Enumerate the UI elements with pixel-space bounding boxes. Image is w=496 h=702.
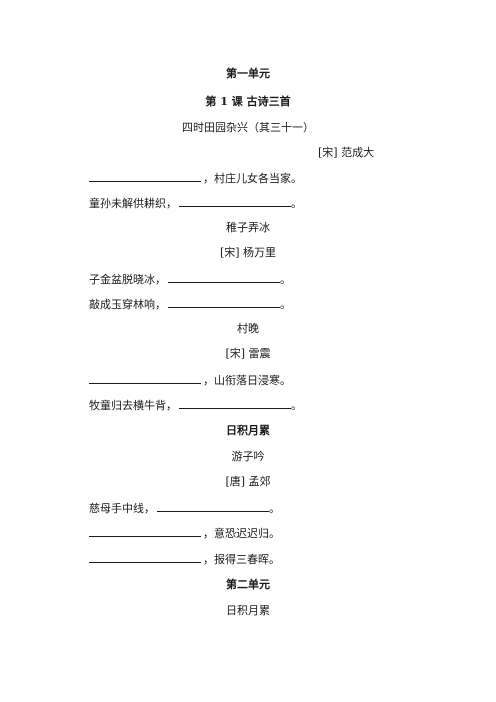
poem-author-meng: [唐] 孟郊 [225, 475, 271, 488]
lesson-1-title: 第 1 课 古诗三首 [205, 95, 291, 108]
fill-in-blank[interactable] [89, 525, 201, 537]
fill-in-blank[interactable] [179, 397, 291, 409]
fill-in-blank[interactable] [179, 195, 291, 207]
fill-in-blank[interactable] [168, 296, 280, 308]
poem-line: ，报得三春晖。 [89, 551, 280, 567]
poem-line: ，意恐迟迟归。 [89, 525, 280, 541]
poem-line: ，山衔落日浸寒。 [89, 372, 291, 388]
fill-in-blank[interactable] [157, 500, 269, 512]
poem-author-fan: [宋] 范成大 [318, 146, 375, 159]
poem-title-cunwan: 村晚 [237, 322, 259, 335]
poem-title-sishi: 四时田园杂兴（其三十一） [182, 121, 314, 134]
unit-1-heading: 第一单元 [226, 67, 270, 80]
poem-line: 敲成玉穿林响，。 [89, 296, 291, 311]
fill-in-blank[interactable] [89, 372, 201, 384]
fill-in-blank[interactable] [89, 551, 201, 563]
poem-title-zhizi: 稚子弄冰 [226, 221, 270, 234]
fill-in-blank[interactable] [89, 170, 201, 182]
poem-line: 牧童归去横牛背，。 [89, 397, 302, 412]
poem-line: 童孙未解供耕织，。 [89, 195, 302, 210]
unit-2-subheading: 日积月累 [226, 604, 270, 617]
poem-line: 慈母手中线，。 [89, 500, 280, 515]
accumulation-heading: 日积月累 [226, 424, 270, 437]
poem-author-lei: [宋] 雷震 [225, 347, 271, 360]
poem-line: 子金盆脱晓冰，。 [89, 271, 291, 286]
unit-2-heading: 第二单元 [226, 578, 270, 591]
poem-line: ，村庄儿女各当家。 [89, 170, 302, 186]
poem-author-yang: [宋] 杨万里 [219, 246, 277, 259]
fill-in-blank[interactable] [168, 271, 280, 283]
poem-title-youziyin: 游子吟 [231, 450, 265, 463]
